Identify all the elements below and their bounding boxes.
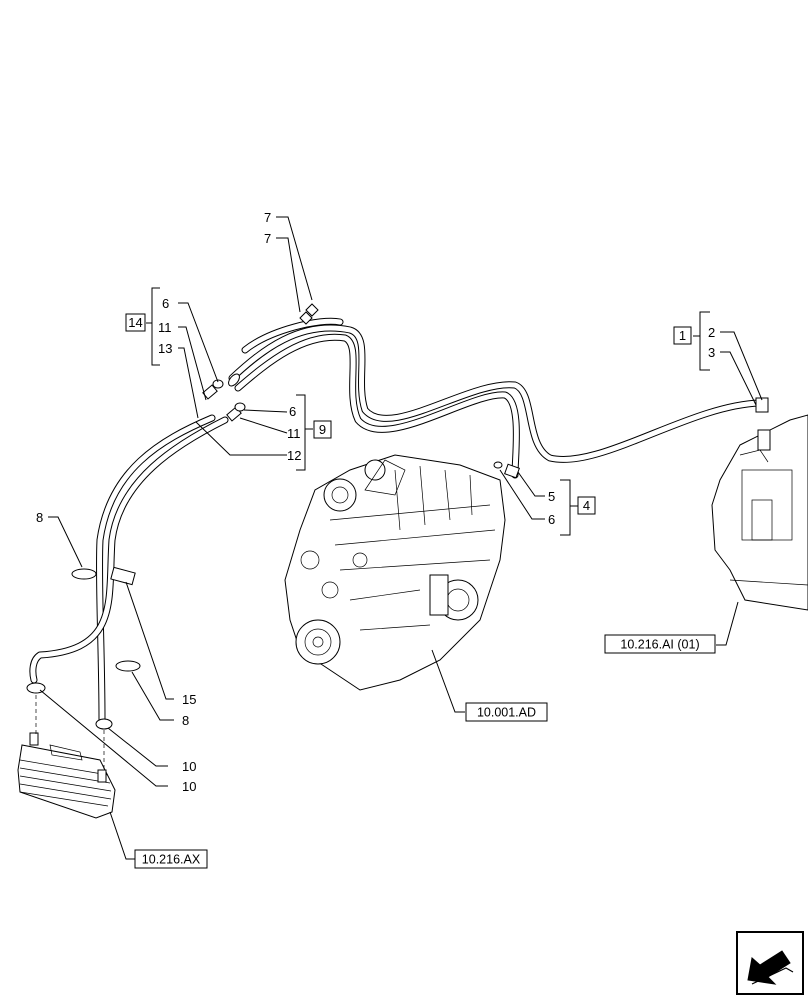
leader-lines xyxy=(35,216,763,860)
callout-8-b: 8 xyxy=(182,713,189,728)
reference-pump[interactable]: 10.216.AI (01) xyxy=(620,638,699,652)
group-1: 1 xyxy=(679,328,686,343)
callout-10-b: 10 xyxy=(182,779,196,794)
oil-cooler-illustration xyxy=(17,732,116,819)
callout-12: 12 xyxy=(287,448,301,463)
reference-cooler[interactable]: 10.216.AX xyxy=(142,853,201,867)
group-4: 4 xyxy=(583,498,590,513)
callout-5: 5 xyxy=(548,489,555,504)
callout-8-a: 8 xyxy=(36,510,43,525)
callout-6-a: 6 xyxy=(162,296,169,311)
group-9: 9 xyxy=(319,422,326,437)
callout-13: 13 xyxy=(158,341,172,356)
group-14: 14 xyxy=(128,315,142,330)
reference-boxes: 10.001.AD 10.216.AI (01) 10.216.AX xyxy=(134,634,716,869)
callout-11-b: 11 xyxy=(287,426,301,441)
callout-2: 2 xyxy=(708,325,715,340)
engine-illustration xyxy=(284,454,506,691)
callout-11-a: 11 xyxy=(158,320,172,335)
hose-assembly xyxy=(29,317,764,724)
reference-engine[interactable]: 10.001.AD xyxy=(477,706,536,720)
callout-7-a: 7 xyxy=(264,210,271,225)
callout-7-b: 7 xyxy=(264,231,271,246)
hose-fittings xyxy=(26,303,769,730)
callout-6-c: 6 xyxy=(548,512,555,527)
callout-15: 15 xyxy=(182,692,196,707)
callout-3: 3 xyxy=(708,345,715,360)
callout-labels: 7 7 6 11 13 6 11 12 2 3 5 6 8 15 8 10 10 xyxy=(36,210,715,794)
group-boxes: 14 9 1 4 xyxy=(125,313,692,515)
callout-10-a: 10 xyxy=(182,759,196,774)
navigation-arrow-icon[interactable] xyxy=(736,931,804,995)
pump-illustration xyxy=(711,414,808,611)
callout-6-b: 6 xyxy=(289,404,296,419)
